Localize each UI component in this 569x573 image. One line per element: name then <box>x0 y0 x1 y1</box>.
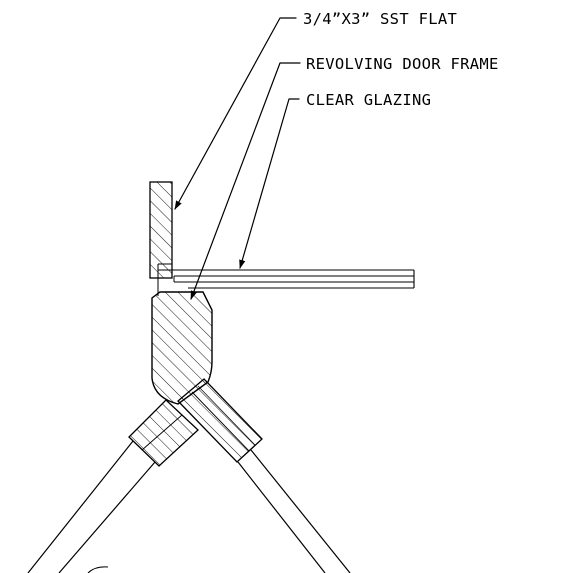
leader-clear-glazing <box>239 98 300 269</box>
clear-glazing-panel <box>157 263 415 296</box>
left-glazing-leg <box>27 440 156 573</box>
label-clear-glazing: CLEAR GLAZING <box>306 91 431 109</box>
revolving-door-frame <box>151 291 213 405</box>
right-glazing-leg <box>237 449 351 573</box>
leader-door-frame <box>190 62 301 300</box>
label-sst-flat: 3/4”X3” SST FLAT <box>303 10 457 28</box>
pivot-arc-fragment <box>87 566 109 573</box>
leader-lines <box>174 17 301 300</box>
right-mullion-block <box>177 378 263 463</box>
leader-sst-flat <box>174 17 297 210</box>
left-mullion-block <box>128 399 199 467</box>
sst-flat-bar <box>149 181 173 279</box>
label-revolving-door-frame: REVOLVING DOOR FRAME <box>306 55 499 73</box>
